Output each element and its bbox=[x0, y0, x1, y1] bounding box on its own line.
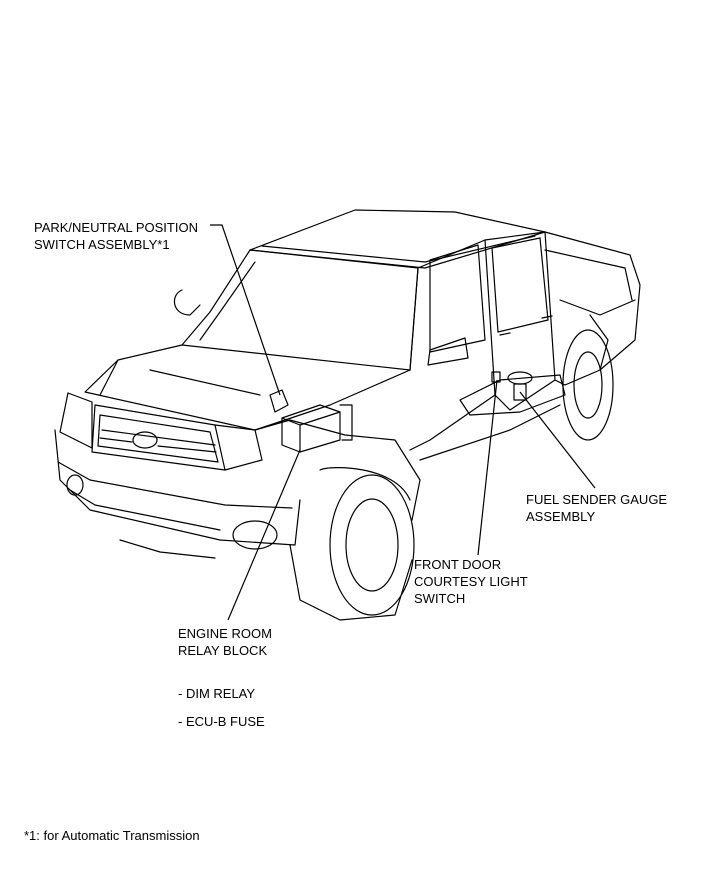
rear-wheel bbox=[562, 329, 614, 441]
front-door bbox=[409, 239, 496, 451]
side-mirror bbox=[173, 289, 201, 316]
leader-engine-room bbox=[227, 449, 301, 621]
truck-emblem bbox=[132, 431, 158, 449]
truck-windshield bbox=[181, 249, 419, 371]
front-fender bbox=[254, 419, 421, 521]
truck-bumper bbox=[54, 429, 301, 546]
front-wheel bbox=[329, 474, 415, 616]
footnote: *1: for Automatic Transmission bbox=[24, 828, 200, 843]
park-neutral-switch bbox=[269, 389, 289, 413]
label-engine-room-relay-block: ENGINE ROOM RELAY BLOCK bbox=[178, 626, 272, 658]
relay-block bbox=[281, 404, 341, 453]
label-park-neutral-switch: PARK/NEUTRAL POSITION SWITCH ASSEMBLY*1 bbox=[34, 220, 198, 252]
label-fuel-sender-gauge: FUEL SENDER GAUGE ASSEMBLY bbox=[526, 492, 668, 524]
leader-front-door bbox=[477, 379, 498, 556]
truck-hood bbox=[84, 344, 411, 431]
truck-bed bbox=[544, 231, 641, 386]
label-front-door-courtesy-switch: FRONT DOOR COURTESY LIGHT SWITCH bbox=[414, 557, 528, 606]
relay-block-item-ecu-b-fuse: - ECU-B FUSE bbox=[178, 714, 265, 729]
fog-light bbox=[232, 520, 278, 550]
leader-fuel-sender bbox=[519, 391, 596, 489]
relay-block-item-dim-relay: - DIM RELAY bbox=[178, 686, 256, 701]
leader-park-neutral bbox=[210, 224, 281, 396]
truck-roof bbox=[249, 209, 546, 269]
